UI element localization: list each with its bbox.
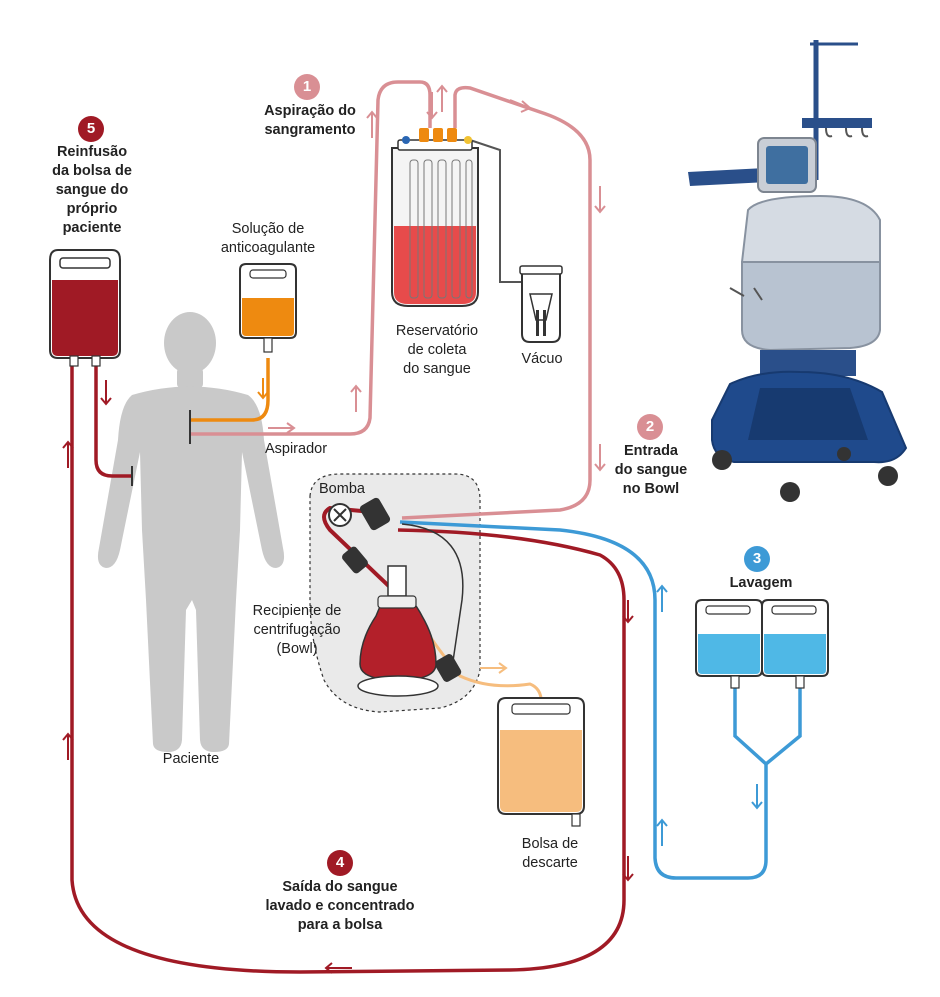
step-4-line-1: Saída do sangue: [282, 879, 398, 895]
anticoagulant-line-2: anticoagulante: [220, 240, 316, 256]
waste-bag-label: Bolsa de descarte: [505, 835, 595, 873]
cell-saver-machine: [688, 40, 908, 502]
pump-circuit: [322, 505, 397, 594]
aspirator-label: Aspirador: [264, 441, 328, 457]
patient-silhouette: [97, 312, 285, 752]
vacuum-canister: [519, 265, 563, 343]
step-4-badge: 4: [327, 850, 353, 876]
reservoir-label: Reservatório de coleta do sangue: [384, 322, 490, 379]
waste-bag-line-1: Bolsa de: [521, 836, 579, 852]
peristaltic-pump: [328, 497, 462, 682]
blood-bag: [49, 249, 121, 367]
step-2-line-1: Entrada: [624, 443, 678, 459]
step-1-label: Aspiração do sangramento: [250, 102, 370, 140]
step-5-label: Reinfusão da bolsa de sangue do próprio …: [36, 143, 148, 238]
step-5-line-5: paciente: [62, 220, 122, 236]
reservoir-line-1: Reservatório: [395, 323, 479, 339]
waste-bag-line-2: descarte: [522, 855, 578, 871]
anticoagulant-label: Solução de anticoagulante: [206, 220, 330, 258]
step-2-line-2: do sangue: [614, 462, 688, 478]
step-2-badge: 2: [637, 414, 663, 440]
step-3-badge: 3: [744, 546, 770, 572]
step-2-line-3: no Bowl: [622, 481, 680, 497]
bowl-line-2: centrifugação: [253, 622, 341, 638]
vacuum-label: Vácuo: [521, 351, 563, 367]
reservoir-line-2: de coleta: [407, 342, 467, 358]
step-4-line-3: para a bolsa: [297, 917, 383, 933]
step-5-badge: 5: [78, 116, 104, 142]
wash-tube: [399, 520, 802, 880]
step-2-label: Entrada do sangue no Bowl: [606, 442, 696, 499]
return-tube: [70, 362, 626, 974]
waste-bag: [497, 697, 585, 827]
bowl-outlet-line: [401, 523, 464, 669]
bowl-line-1: Recipiente de: [252, 603, 342, 619]
aspiration-tube: [190, 80, 432, 436]
patient-label: Paciente: [162, 751, 220, 767]
bowl-line-3: (Bowl): [276, 641, 318, 657]
step-4-line-2: lavado e concentrado: [265, 898, 415, 914]
reservoir-to-bowl-tube: [401, 85, 592, 520]
flow-arrows: [62, 84, 763, 974]
step-1-line-2: sangramento: [264, 122, 356, 138]
collection-reservoir: [391, 128, 479, 307]
reservoir-line-3: do sangue: [403, 361, 471, 377]
step-1-line-1: Aspiração do: [264, 103, 356, 119]
step-5-line-1: Reinfusão: [56, 144, 128, 160]
centrifuge-bowl: [357, 565, 439, 697]
pump-label: Bomba: [319, 481, 365, 497]
step-5-line-4: próprio: [66, 201, 118, 217]
saline-bags: [695, 599, 829, 689]
vacuum-line: [469, 139, 540, 283]
reinfusion-tube: [94, 362, 132, 478]
step-5-line-2: da bolsa de: [52, 163, 132, 179]
step-1-badge: 1: [294, 74, 320, 100]
step-5-line-3: sangue do: [55, 182, 129, 198]
step-3-label: Lavagem: [729, 575, 793, 591]
anticoagulant-bag: [239, 263, 297, 353]
anticoagulant-tube: [190, 358, 270, 422]
step-4-label: Saída do sangue lavado e concentrado par…: [250, 878, 430, 935]
anticoagulant-line-1: Solução de: [231, 221, 305, 237]
bowl-label: Recipiente de centrifugação (Bowl): [240, 602, 354, 659]
